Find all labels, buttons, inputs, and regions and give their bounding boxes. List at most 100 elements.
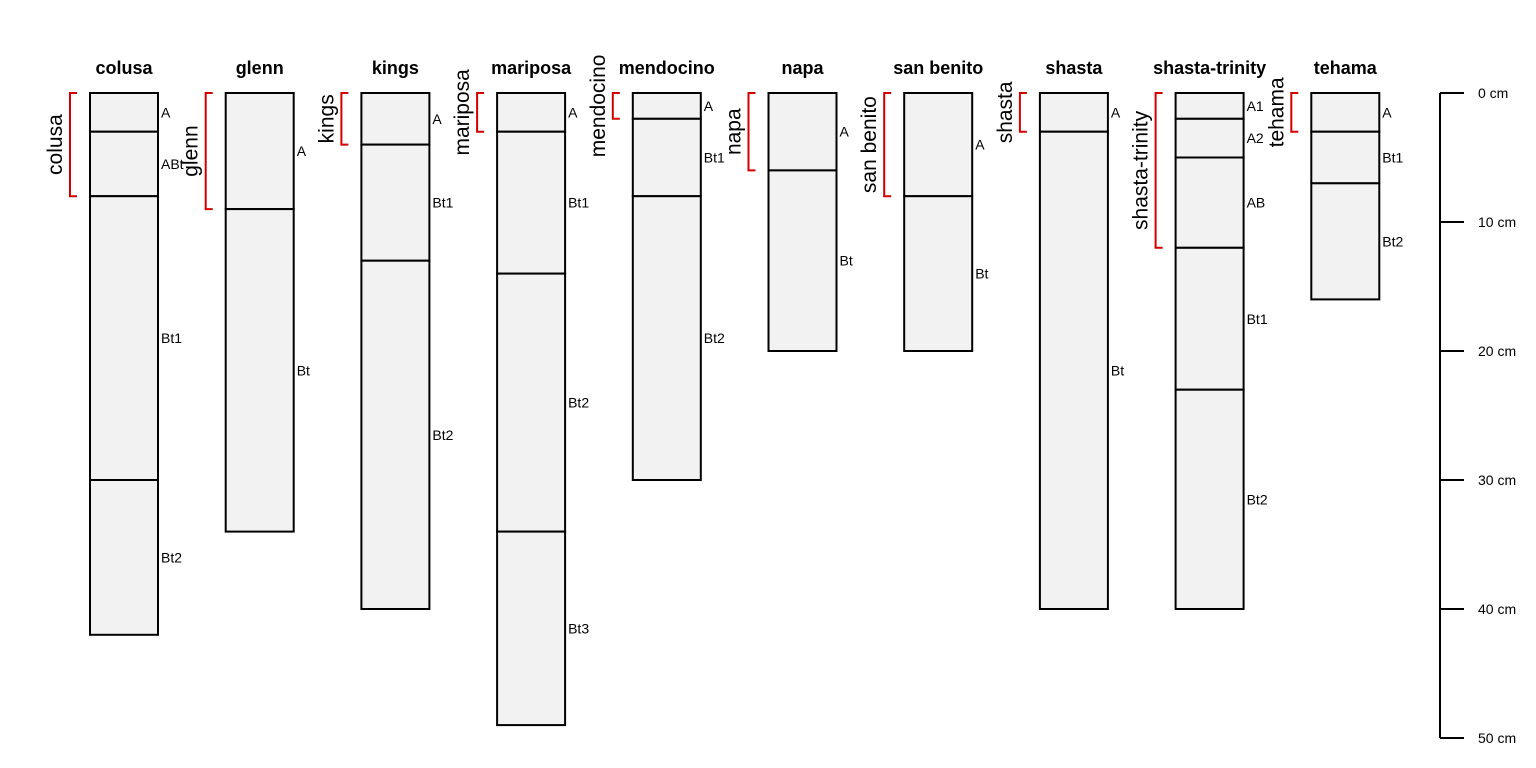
horizon-label-kings-A: A: [432, 111, 442, 127]
horizon-kings-A: [360, 92, 431, 146]
horizon-colusa-A: [89, 92, 159, 133]
profile-title-kings: kings: [372, 58, 419, 78]
profile-title-mendocino: mendocino: [619, 58, 715, 78]
horizon-label-mendocino-Bt2: Bt2: [704, 330, 725, 346]
horizon-mendocino-Bt1: [631, 117, 702, 198]
bracket-colusa: [69, 92, 77, 198]
horizon-label-shasta-trinity-A1: A1: [1247, 98, 1264, 114]
bracket-label-colusa: colusa: [44, 114, 67, 175]
profile-title-mariposa: mariposa: [491, 58, 572, 78]
horizon-label-mendocino-Bt1: Bt1: [704, 150, 725, 166]
horizon-mariposa-Bt2: [496, 272, 567, 533]
horizon-label-shasta-trinity-Bt1: Bt1: [1247, 311, 1268, 327]
horizon-label-mariposa-Bt3: Bt3: [568, 620, 589, 636]
horizon-label-shasta-Bt: Bt: [1111, 362, 1124, 378]
depth-axis-tick-label-10: 10 cm: [1478, 214, 1516, 230]
horizon-shasta-trinity-AB: [1174, 156, 1245, 249]
horizon-mendocino-A: [631, 92, 702, 120]
bracket-shasta: [1018, 92, 1027, 133]
bracket-label-glenn: glenn: [180, 125, 203, 176]
horizon-san-benito-Bt: [903, 195, 974, 352]
horizon-tehama-Bt1: [1310, 130, 1381, 185]
horizon-label-glenn-Bt: Bt: [297, 362, 310, 378]
horizon-shasta-trinity-Bt1: [1174, 246, 1245, 391]
horizon-label-colusa-A: A: [161, 104, 171, 120]
horizon-napa-A: [767, 92, 838, 172]
horizon-label-mendocino-A: A: [704, 98, 714, 114]
bracket-label-mariposa: mariposa: [451, 69, 474, 156]
bracket-label-mendocino: mendocino: [587, 55, 610, 158]
profile-title-shasta: shasta: [1045, 58, 1103, 78]
profile-title-glenn: glenn: [236, 58, 284, 78]
depth-axis-tick-label-40: 40 cm: [1478, 601, 1516, 617]
horizon-label-colusa-Bt1: Bt1: [161, 330, 182, 346]
horizon-glenn-Bt: [224, 208, 295, 533]
horizon-mendocino-Bt2: [631, 195, 702, 481]
bracket-tehama: [1290, 92, 1299, 133]
horizon-label-tehama-Bt2: Bt2: [1382, 233, 1403, 249]
bracket-label-shasta: shasta: [994, 81, 1017, 143]
depth-axis-tick-label-20: 20 cm: [1478, 343, 1516, 359]
bracket-napa: [747, 92, 756, 172]
bracket-glenn: [204, 92, 213, 211]
depth-axis-tick-label-0: 0 cm: [1478, 85, 1508, 101]
horizon-san-benito-A: [903, 92, 974, 198]
horizon-label-shasta-trinity-A2: A2: [1247, 130, 1264, 146]
horizon-colusa-ABt: [89, 130, 159, 198]
horizon-label-shasta-A: A: [1111, 104, 1121, 120]
horizon-label-mariposa-Bt2: Bt2: [568, 395, 589, 411]
profiles-layer: colusaAABtBt1Bt2colusaglennABtglennkings…: [44, 55, 1404, 727]
profile-title-napa: napa: [781, 58, 824, 78]
horizon-label-colusa-ABt: ABt: [161, 156, 184, 172]
horizon-label-glenn-A: A: [297, 143, 307, 159]
profile-title-colusa: colusa: [95, 58, 153, 78]
horizon-shasta-A: [1038, 92, 1109, 133]
horizon-mariposa-A: [496, 92, 567, 133]
horizon-label-kings-Bt2: Bt2: [432, 427, 453, 443]
bracket-label-tehama: tehama: [1265, 77, 1288, 147]
horizon-tehama-A: [1310, 92, 1381, 133]
depth-axis-tick-label-50: 50 cm: [1478, 730, 1516, 746]
horizon-label-mariposa-Bt1: Bt1: [568, 195, 589, 211]
profile-title-san-benito: san benito: [893, 58, 983, 78]
horizon-label-san-benito-A: A: [975, 137, 985, 153]
horizon-label-shasta-trinity-AB: AB: [1247, 195, 1266, 211]
horizon-napa-Bt: [767, 169, 838, 352]
horizon-kings-Bt2: [360, 259, 431, 610]
horizon-label-san-benito-Bt: Bt: [975, 266, 988, 282]
horizon-glenn-A: [224, 92, 295, 211]
horizon-kings-Bt1: [360, 143, 431, 262]
bracket-label-napa: napa: [723, 108, 746, 155]
horizon-label-napa-A: A: [840, 124, 850, 140]
bracket-san-benito: [883, 92, 892, 198]
bracket-kings: [340, 92, 349, 146]
horizon-shasta-trinity-A2: [1174, 117, 1245, 159]
horizon-shasta-Bt: [1038, 130, 1109, 610]
bracket-mariposa: [476, 92, 485, 133]
horizon-tehama-Bt2: [1310, 182, 1381, 301]
horizon-mariposa-Bt1: [496, 130, 567, 275]
horizon-label-kings-Bt1: Bt1: [432, 195, 453, 211]
bracket-label-shasta-trinity: shasta-trinity: [1130, 110, 1153, 230]
horizon-label-mariposa-A: A: [568, 104, 578, 120]
horizon-colusa-Bt2: [89, 479, 159, 636]
profile-title-shasta-trinity: shasta-trinity: [1153, 58, 1266, 78]
bracket-shasta-trinity: [1154, 92, 1163, 249]
bracket-label-kings: kings: [315, 94, 338, 143]
horizon-colusa-Bt1: [89, 195, 159, 481]
horizon-label-tehama-A: A: [1382, 104, 1392, 120]
horizon-label-napa-Bt: Bt: [840, 253, 853, 269]
horizon-shasta-trinity-A1: [1174, 92, 1245, 120]
horizon-shasta-trinity-Bt2: [1174, 388, 1245, 611]
